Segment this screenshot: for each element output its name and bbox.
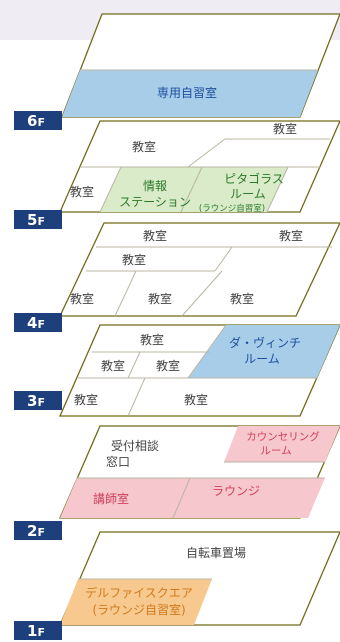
lounge-study-room-label: (ラウンジ自習室): [199, 203, 265, 214]
floor-badge-bg: [14, 391, 62, 410]
floor-badge-bg: [14, 111, 62, 130]
divider: [99, 166, 122, 213]
floor-badge-bg: [14, 313, 62, 332]
floor-badge-bg: [14, 521, 62, 540]
counseling-room-label: カウンセリング: [246, 430, 320, 443]
floor-badge-3f: 3F: [14, 391, 62, 410]
delphi-square-label: デルファイスクエア: [85, 585, 193, 600]
divider: [187, 138, 226, 168]
floor-badge-bg: [14, 210, 62, 229]
pythagoras-room-area: [181, 167, 288, 212]
da-vinci-room-label: ダ・ヴィンチ: [229, 335, 301, 350]
lecturers-room-label: 講師室: [93, 491, 129, 506]
reception-label: 窓口: [106, 454, 130, 469]
floor-badge-6f: 6F: [14, 111, 62, 130]
counseling-room-label: ルーム: [260, 445, 291, 457]
private-study-room-area: [62, 70, 318, 117]
classroom-label: 教室: [70, 184, 94, 199]
floor-badge-4f: 4F: [14, 313, 62, 332]
divider: [214, 246, 233, 272]
classroom-label: 教室: [230, 291, 254, 306]
lounge-study-room-label: (ラウンジ自習室): [92, 602, 185, 617]
divider: [172, 477, 191, 519]
info-station-label: 情報: [143, 179, 167, 193]
divider: [181, 270, 223, 317]
floor-badge-1f: 1F: [14, 621, 62, 640]
divider: [127, 377, 146, 417]
floor-badge-5f: 5F: [14, 210, 62, 229]
reception-label: 受付相談: [111, 438, 159, 453]
classroom-label: 教室: [122, 252, 146, 267]
lecturers-room-area: [60, 478, 190, 518]
divider: [127, 351, 141, 379]
classroom-label: 教室: [184, 392, 208, 407]
floor-3f: 教室 教室 教室 ダ・ヴィンチ ルーム 教室 教室: [59, 324, 340, 417]
classroom-label: 教室: [279, 228, 303, 243]
floor-badge-2f: 2F: [14, 521, 62, 540]
lounge-label: ラウンジ: [212, 484, 260, 498]
divider: [187, 324, 227, 379]
pythagoras-room-label: ルーム: [230, 187, 266, 201]
floor-badge-label: 2F: [27, 522, 45, 540]
da-vinci-room-area: [188, 325, 340, 378]
classroom-label: 教室: [101, 358, 125, 373]
floor-1f: 自転車置場 デルファイスクエア (ラウンジ自習室): [59, 531, 340, 626]
info-station-area: [100, 167, 202, 212]
floor-6f: 専用自習室: [61, 13, 340, 118]
floor-badge-bg: [14, 621, 62, 640]
divider: [180, 166, 203, 213]
delphi-square-area: [60, 579, 212, 625]
divider: [266, 166, 289, 213]
bicycle-parking-label: 自転車置場: [186, 546, 246, 560]
classroom-label: 教室: [74, 392, 98, 407]
floor-badge-label: 6F: [27, 112, 45, 130]
counseling-room-area: [224, 426, 340, 462]
floor-badge-label: 1F: [27, 622, 45, 640]
floor-badge-label: 3F: [27, 392, 45, 410]
classroom-label: 教室: [140, 332, 164, 347]
floor-2f: 受付相談 窓口 カウンセリング ルーム 講師室 ラウンジ: [59, 425, 340, 519]
floor-badge-label: 4F: [27, 314, 45, 332]
pythagoras-room-label: ピタゴラス: [224, 171, 284, 186]
classroom-label: 教室: [70, 291, 94, 306]
lounge-area: [173, 478, 325, 518]
floor-4f-slab: [58, 222, 340, 317]
classroom-label: 教室: [132, 139, 156, 154]
divider: [114, 270, 137, 317]
classroom-label: 教室: [143, 228, 167, 243]
info-station-label: ステーション: [119, 195, 191, 209]
classroom-label: 教室: [156, 358, 180, 373]
floor-badge-label: 5F: [27, 211, 45, 229]
da-vinci-room-label: ルーム: [244, 352, 280, 366]
private-study-room-label: 専用自習室: [157, 85, 217, 100]
classroom-label: 教室: [148, 291, 172, 306]
classroom-label: 教室: [273, 121, 297, 136]
floor-4f: 教室 教室 教室 教室 教室 教室: [58, 222, 340, 317]
floor-5f: 教室 教室 教室 情報 ステーション ピタゴラス ルーム (ラウンジ自習室): [59, 120, 340, 214]
